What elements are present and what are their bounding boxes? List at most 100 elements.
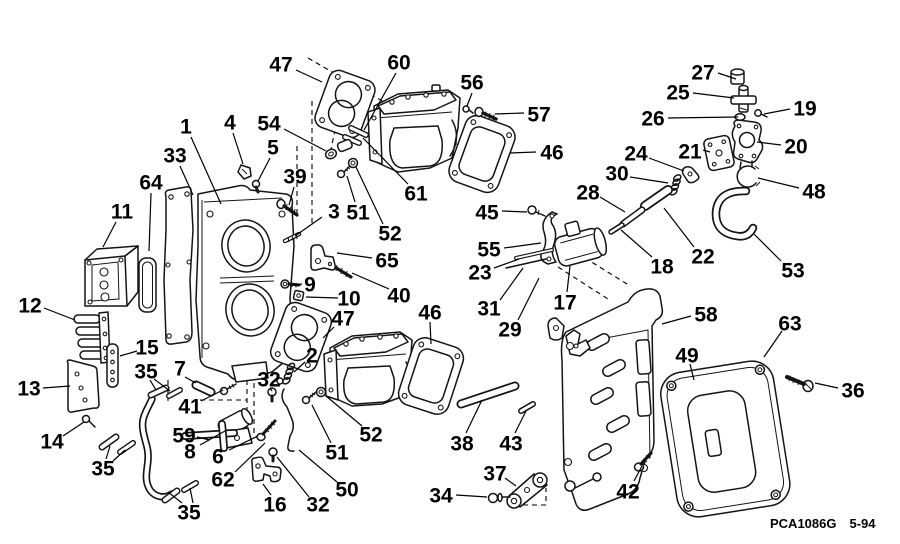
svg-text:56: 56 (460, 72, 483, 95)
svg-text:10: 10 (337, 288, 360, 311)
part-55-clamp-bracket (540, 211, 558, 265)
part-2-carburetor-upper (367, 84, 461, 173)
callout-46: 46 (418, 302, 442, 345)
svg-text:21: 21 (678, 141, 702, 164)
svg-text:6: 6 (212, 446, 224, 469)
svg-text:52: 52 (359, 424, 382, 447)
svg-text:32: 32 (257, 369, 280, 392)
part-56-screw (462, 105, 474, 114)
svg-text:25: 25 (666, 82, 690, 105)
callout-50: 50 (298, 449, 359, 502)
part-46-gasket-upper (448, 114, 516, 194)
svg-text:47: 47 (331, 308, 354, 331)
part-12-reed-petals (73, 311, 111, 364)
part-58-intake-manifold-lower (547, 288, 664, 511)
callout-64: 64 (139, 172, 163, 252)
callout-49: 49 (675, 345, 699, 381)
callout-32: 32 (276, 456, 330, 517)
callout-26: 26 (641, 108, 739, 131)
callout-17: 17 (553, 265, 577, 315)
part-36-bolt (785, 375, 814, 393)
callout-54: 54 (257, 113, 327, 152)
svg-text:1: 1 (180, 116, 192, 139)
part-32-grommet-lower (268, 447, 278, 463)
callout-46: 46 (509, 142, 564, 165)
part-61-nozzle (336, 125, 369, 153)
svg-text:39: 39 (283, 166, 306, 189)
part-6-screw (256, 419, 277, 442)
callout-16: 16 (262, 483, 287, 517)
svg-text:62: 62 (211, 469, 234, 492)
svg-text:15: 15 (135, 337, 159, 360)
part-38-fuel-tube (456, 381, 520, 409)
svg-text:43: 43 (499, 433, 522, 456)
svg-text:26: 26 (641, 108, 664, 131)
svg-text:57: 57 (527, 104, 550, 127)
callout-15: 15 (119, 337, 159, 360)
part-22-fuel-pipe (640, 185, 673, 211)
part-21-pump-plate (703, 134, 735, 172)
svg-text:51: 51 (325, 442, 349, 465)
callout-6: 6 (212, 435, 259, 469)
part-59-tee-fitting (181, 420, 238, 452)
callout-63: 63 (763, 313, 802, 358)
callout-62: 62 (211, 442, 266, 492)
callout-12: 12 (18, 295, 76, 321)
svg-text:49: 49 (675, 345, 698, 368)
svg-text:59: 59 (172, 425, 195, 448)
svg-text:38: 38 (450, 433, 474, 456)
part-57-bolt (474, 106, 498, 121)
svg-text:48: 48 (802, 181, 826, 204)
callout-24: 24 (624, 143, 685, 172)
svg-text:60: 60 (387, 52, 410, 75)
callout-18: 18 (620, 229, 674, 279)
callout-9: 9 (293, 274, 316, 297)
svg-text:36: 36 (841, 380, 864, 403)
callout-23: 23 (468, 258, 520, 285)
part-35-hose-assembly (98, 384, 199, 504)
part-49-cover (660, 360, 791, 518)
svg-text:46: 46 (540, 142, 563, 165)
callout-33: 33 (163, 145, 194, 196)
part-51-screw-lower (301, 391, 317, 405)
svg-text:29: 29 (498, 319, 521, 342)
callout-32: 32 (257, 369, 280, 392)
svg-text:55: 55 (477, 239, 501, 262)
part-53-hose (711, 186, 758, 241)
callout-34: 34 (429, 485, 488, 508)
part-15-reed-strip (106, 343, 119, 388)
part-46-gasket-lower (397, 337, 465, 415)
part-7-sleeve (191, 380, 216, 397)
callout-21: 21 (678, 141, 711, 164)
svg-text:11: 11 (111, 201, 134, 224)
part-23-link (514, 248, 554, 260)
part-24-elbow (681, 166, 700, 184)
svg-text:23: 23 (468, 262, 491, 285)
svg-text:35: 35 (134, 361, 158, 384)
part-18-fitting (608, 222, 625, 235)
svg-text:65: 65 (375, 250, 399, 273)
svg-text:31: 31 (477, 298, 501, 321)
svg-text:17: 17 (553, 292, 576, 315)
part-37-bracket (506, 472, 548, 509)
callout-51: 51 (346, 175, 370, 225)
part-10-nut (292, 289, 305, 302)
callout-37: 37 (483, 463, 517, 487)
part-52-washer-upper (347, 157, 359, 169)
callout-47: 47 (269, 54, 323, 83)
part-50-link-rod (281, 388, 295, 452)
svg-text:46: 46 (418, 302, 441, 325)
part-54-seal (324, 148, 338, 160)
svg-text:51: 51 (346, 202, 370, 225)
svg-text:28: 28 (576, 182, 600, 205)
part-20-pump-body (731, 119, 764, 169)
part-19-screw (754, 109, 768, 118)
svg-text:35: 35 (177, 502, 201, 525)
callout-35: 35 (91, 445, 126, 481)
callout-3: 3 (294, 201, 340, 237)
callout-52: 52 (325, 395, 383, 447)
svg-text:8: 8 (184, 441, 196, 464)
svg-text:53: 53 (781, 260, 804, 283)
svg-text:63: 63 (778, 313, 801, 336)
